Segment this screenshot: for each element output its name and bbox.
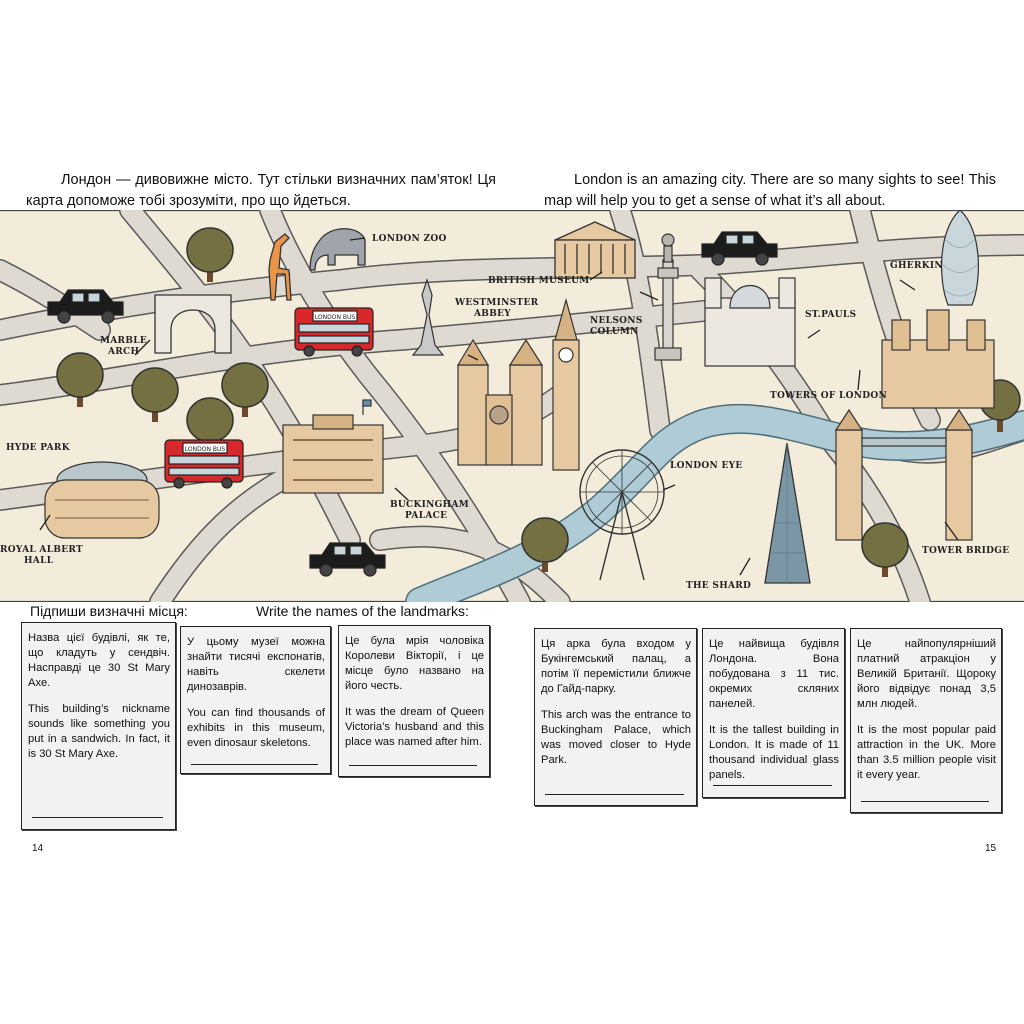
answer-line[interactable] [545, 794, 684, 795]
label-london-zoo: LONDON ZOO [372, 234, 447, 244]
page-number-right: 15 [985, 843, 997, 854]
tree [861, 522, 909, 577]
label-arrows [39, 237, 959, 576]
card-text-uk: Ця арка була входом у Букінгемський пала… [541, 638, 691, 695]
intro-ukrainian: Лондон — дивовижне місто. Тут стільки ви… [26, 170, 496, 212]
card-text-en: It is the most popular paid attraction i… [857, 724, 996, 781]
answer-line[interactable] [713, 785, 832, 786]
tree [131, 367, 179, 422]
card-text-uk: Це найвища будівля Лондона. Вона побудов… [709, 638, 839, 710]
label-hyde-park: HYDE PARK [6, 443, 71, 453]
tower-bridge-icon [834, 408, 974, 541]
instruction-english: Write the names of the landmarks: [256, 603, 469, 619]
black-cab-icon [701, 231, 778, 266]
intro-uk-line2: карта допоможе тобі зрозуміти, про що йд… [26, 193, 351, 209]
london-bus-icon: LONDON BUS [164, 439, 244, 489]
landmark-card-the-shard: Це найвища будівля Лондона. Вона побудов… [702, 628, 845, 798]
black-cab-icon [47, 289, 124, 324]
label-the-shard: THE SHARD [686, 581, 751, 591]
buckingham-palace-icon [282, 399, 384, 494]
landmark-card-marble-arch: Ця арка була входом у Букінгемський пала… [534, 628, 697, 806]
card-text-en: It is the tallest building in London. It… [709, 724, 839, 781]
label-royal-albert-hall-1: ROYAL ALBERT [0, 545, 83, 555]
bus-sign: LONDON BUS [185, 446, 226, 453]
intro-english: London is an amazing city. There are so … [544, 170, 996, 212]
label-marble-arch-1: MARBLE [100, 336, 147, 346]
label-tower-bridge: TOWER BRIDGE [922, 546, 1009, 556]
card-text-uk: Назва цієї будівлі, як те, що кладуть у … [28, 632, 170, 689]
landmark-card-royal-albert-hall: Це була мрія чоловіка Королеви Вікторії,… [338, 625, 490, 777]
page-number-left: 14 [32, 843, 44, 854]
label-st-pauls: ST.PAULS [805, 310, 856, 320]
london-bus-icon: LONDON BUS [294, 307, 374, 357]
intro-uk-line1: Лондон — дивовижне місто. Тут стільки ви… [61, 172, 496, 188]
tree [56, 352, 104, 407]
trees [56, 227, 1021, 577]
tree [521, 517, 569, 572]
answer-line[interactable] [32, 817, 163, 818]
gherkin-icon [941, 210, 979, 306]
label-buckingham-palace-1: BUCKINGHAM [390, 500, 469, 510]
tower-of-london-icon [881, 309, 995, 409]
royal-albert-hall-icon [44, 461, 160, 539]
card-text-en: This arch was the entrance to Buckingham… [541, 709, 691, 766]
tree [221, 362, 269, 417]
label-westminster-abbey-2: ABBEY [473, 309, 511, 319]
answer-line[interactable] [349, 765, 477, 766]
label-nelsons-column-1: NELSONS [590, 316, 643, 326]
black-cab-icon [309, 542, 386, 577]
label-nelsons-column-2: COLUMN [590, 327, 639, 337]
british-museum-icon [554, 221, 636, 279]
card-text-en: It was the dream of Queen Victoria’s hus… [345, 706, 484, 748]
card-text-en: This building’s nickname sounds like som… [28, 703, 170, 760]
label-british-museum: BRITISH MUSEUM [488, 276, 590, 286]
big-ben-icon [552, 297, 580, 471]
label-royal-albert-hall-2: HALL [24, 556, 54, 566]
label-westminster-abbey-1: WESTMINSTER [454, 298, 539, 308]
westminster-abbey-icon [456, 338, 544, 466]
tree [186, 227, 234, 282]
card-text-en: You can find thousands of exhibits in th… [187, 707, 325, 749]
bus-sign: LONDON BUS [315, 314, 356, 321]
card-text-uk: Це була мрія чоловіка Королеви Вікторії,… [345, 635, 484, 692]
london-map: LONDON BUS LONDON BUS [0, 210, 1024, 602]
elephant-icon [309, 228, 366, 271]
eros-statue-icon [411, 278, 445, 356]
label-gherkin: GHERKIN [890, 261, 943, 271]
london-eye-icon [579, 449, 665, 581]
card-text-uk: У цьому музеї можна знайти тисячі експон… [187, 636, 325, 693]
map-labels: LONDON ZOO BRITISH MUSEUM WESTMINSTER AB… [0, 234, 1009, 591]
marble-arch-icon [154, 294, 232, 354]
instruction-ukrainian: Підпиши визначні місця: [30, 603, 188, 619]
label-marble-arch-2: ARCH [107, 347, 140, 357]
label-london-eye: LONDON EYE [670, 461, 743, 471]
card-text-uk: Це найпопулярніший платний атракціон у В… [857, 638, 996, 710]
landmark-card-gherkin: Назва цієї будівлі, як те, що кладуть у … [21, 622, 176, 830]
landmark-card-london-eye: Це найпопулярніший платний атракціон у В… [850, 628, 1002, 813]
intro-en-line2: map will help you to get a sense of what… [544, 193, 886, 209]
answer-line[interactable] [191, 764, 318, 765]
nelsons-column-icon [654, 233, 682, 361]
giraffe-icon [268, 233, 292, 301]
label-towers-of-london: TOWERS OF LONDON [770, 391, 887, 401]
answer-line[interactable] [861, 801, 989, 802]
the-shard-icon [764, 442, 811, 584]
st-pauls-icon [704, 277, 796, 367]
intro-en-line1: London is an amazing city. There are so … [574, 172, 996, 188]
label-buckingham-palace-2: PALACE [405, 511, 447, 521]
landmark-card-british-museum: У цьому музеї можна знайти тисячі експон… [180, 626, 331, 774]
